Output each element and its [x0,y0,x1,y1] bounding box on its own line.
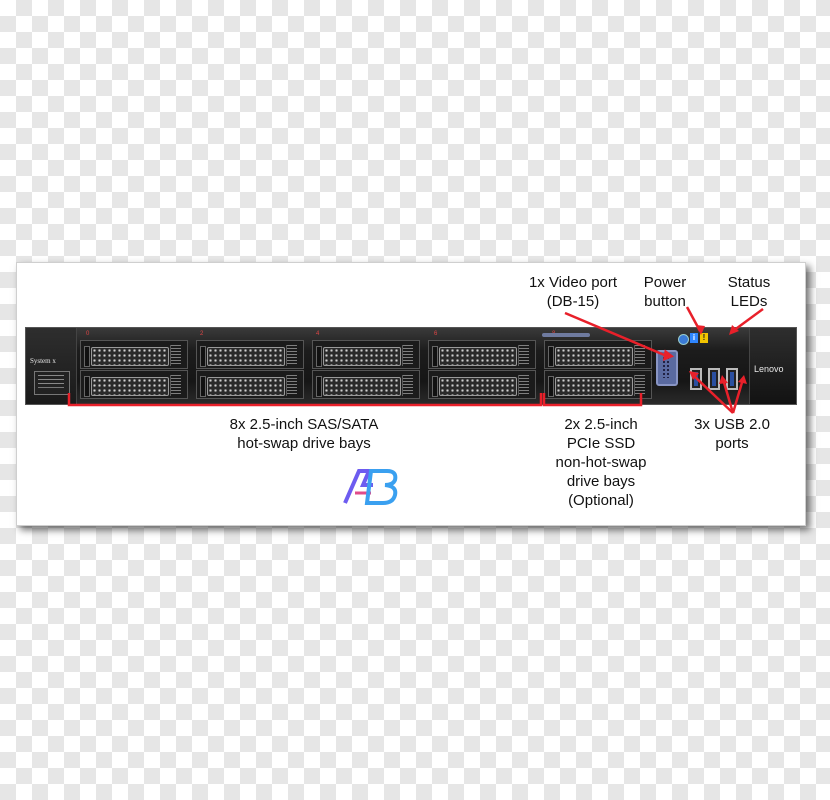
watermark-logo-icon [343,469,398,505]
vga-port-icon [656,350,678,386]
status-leds-callout: Status LEDs [713,273,785,311]
drive-bay-9 [544,370,652,399]
status-arrowhead [729,325,739,335]
usb-ports-callout: 3x USB 2.0 ports [677,415,787,453]
left-rack-ear: System x [26,328,77,404]
drive-bay-8 [544,340,652,369]
annotation-lines [67,306,764,414]
usb-port-icon [708,368,720,390]
drive-bay-5 [312,370,420,399]
usb-arrowhead [738,375,747,384]
drive-bay-0 [80,340,188,369]
callout-line: 2x 2.5-inch [564,416,638,433]
callout-line: button [644,293,686,310]
callout-line: ports [715,435,749,452]
model-plate [34,371,70,395]
video-arrowhead [662,349,675,361]
system-x-brand: System x [30,357,56,365]
bay-number-label: 6 [434,331,438,337]
drive-bay-1 [80,370,188,399]
drive-bay-2 [196,340,304,369]
drive-bay-4 [312,340,420,369]
warning-led-icon: ! [700,333,708,343]
usb-arrow [731,378,745,414]
info-led-icon: i [690,333,698,343]
callout-line: 1x Video port [528,274,618,291]
bay-number-label: 0 [86,331,90,337]
bay-number-label: 4 [316,331,320,337]
drive-bay-6 [428,340,536,369]
callout-line: non-hot-swap [555,454,647,471]
usb-arrow [692,374,734,414]
sas-sata-bracket [67,393,543,407]
callout-line: LEDs [730,293,768,310]
callout-line: drive bays [566,473,636,490]
power-button-callout: Power button [629,273,701,311]
usb-arrowhead [719,375,728,384]
status-led-arrow [732,307,764,333]
callout-line: 8x 2.5-inch SAS/SATA [229,416,379,433]
operator-panel: i ! [642,328,742,404]
pcie-ssd-callout: 2x 2.5-inch PCIe SSD non-hot-swap drive … [531,415,671,510]
right-rack-ear: Lenovo [749,328,796,404]
callout-line: Status [727,274,771,291]
drive-bay-7 [428,370,536,399]
callout-line: PCIe SSD [566,435,636,452]
callout-line: (DB-15) [546,293,600,310]
server-front-panel: System x 0 2 4 6 8 i ! [25,327,797,405]
video-port-callout: 1x Video port (DB-15) [493,273,653,311]
usb-arrowhead [689,371,699,380]
callout-line: hot-swap drive bays [237,435,371,452]
diagram-card: System x 0 2 4 6 8 i ! [16,262,806,526]
pull-out-tab [542,333,590,337]
callout-line: 3x USB 2.0 [694,416,770,433]
callout-line: Power [643,274,687,291]
usb-port-icon [726,368,738,390]
drive-bay-3 [196,370,304,399]
sas-sata-callout: 8x 2.5-inch SAS/SATA hot-swap drive bays [159,415,449,453]
callout-line: (Optional) [568,492,634,509]
video-port-arrow [564,311,670,359]
power-arrowhead [696,325,705,335]
power-button-icon [678,334,689,345]
bay-number-label: 2 [200,331,204,337]
drive-bays: 0 2 4 6 8 [80,331,652,402]
lenovo-brand: Lenovo [754,364,784,374]
usb-arrow [721,378,735,414]
pcie-bracket [542,393,643,407]
